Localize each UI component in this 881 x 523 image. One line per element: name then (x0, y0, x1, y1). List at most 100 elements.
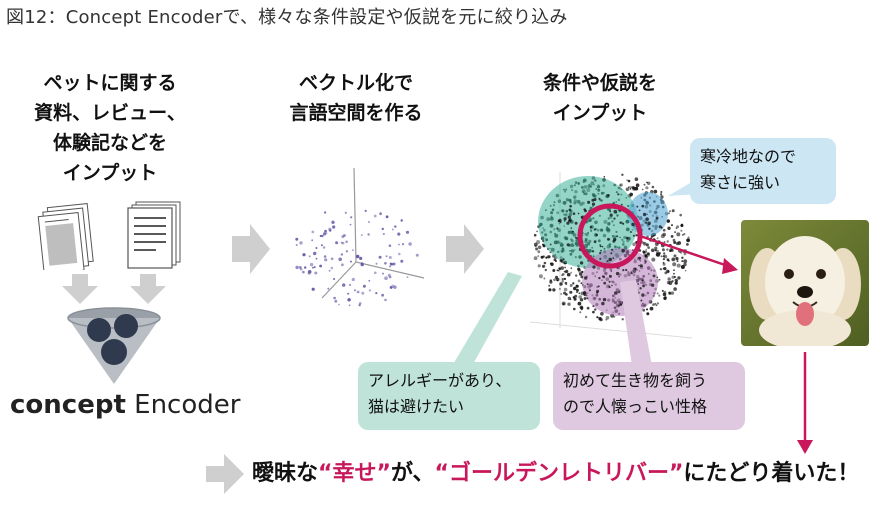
vector-point (308, 255, 311, 258)
cluster-point (566, 221, 570, 225)
cluster-point (599, 245, 602, 248)
cluster-point (560, 293, 563, 295)
cluster-point (620, 203, 623, 206)
cluster-point (549, 262, 552, 265)
vector-point (332, 225, 336, 229)
cluster-point (683, 233, 686, 236)
bubble-cold-climate: 寒冷地なので 寒さに強い (690, 138, 836, 204)
cluster-point (676, 260, 679, 263)
cluster-point (558, 218, 562, 223)
cluster-point (666, 258, 670, 262)
cluster-point (611, 284, 613, 287)
cluster-point (542, 244, 546, 247)
cluster-point (598, 276, 601, 280)
cluster-point (671, 275, 675, 279)
cluster-point (613, 217, 616, 220)
cluster-point (662, 255, 665, 258)
cluster-point (684, 269, 687, 272)
vector-point (295, 265, 299, 270)
cluster-point (622, 269, 625, 272)
cluster-point (639, 264, 643, 268)
cluster-point (622, 222, 625, 225)
cluster-point (652, 303, 655, 306)
cluster-point (616, 235, 619, 238)
vector-point (398, 252, 401, 256)
vector-point (347, 298, 351, 302)
vector-point (338, 257, 342, 262)
stage-input-line-2: 資料、レビュー、 (34, 102, 186, 124)
cluster-point (639, 287, 642, 290)
cluster-point (632, 234, 635, 237)
vector-point (375, 292, 378, 295)
cluster-point (668, 281, 673, 285)
cluster-point (641, 279, 644, 282)
right-arrow-2-icon (446, 224, 484, 274)
cluster-point (580, 282, 583, 285)
cluster-point (654, 303, 657, 305)
cluster-point (601, 245, 604, 248)
cluster-point (536, 240, 541, 244)
cluster-point (676, 232, 681, 237)
vector-point (325, 232, 328, 235)
vector-point (408, 242, 412, 246)
vector-point (415, 253, 419, 257)
cluster-point (632, 186, 636, 190)
cluster-point (646, 252, 650, 256)
cluster-point (536, 230, 538, 233)
bubble-allergy-line-1: アレルギーがあり、 (368, 371, 512, 390)
stage-input-line-3: 体験記などを (52, 132, 167, 154)
cluster-point (621, 248, 625, 253)
vector-point (341, 235, 345, 239)
vector-point (345, 250, 349, 253)
cluster-point (660, 193, 663, 196)
cluster-point (608, 274, 612, 278)
cluster-point (537, 245, 542, 250)
cluster-point (673, 287, 677, 291)
vector-point (348, 283, 352, 287)
cluster-point (575, 288, 579, 292)
vector-point (385, 215, 389, 219)
cluster-point (569, 284, 573, 287)
cluster-point (642, 251, 646, 255)
bubble-allergy: アレルギーがあり、 猫は避けたい (358, 362, 540, 430)
cluster-point (612, 257, 615, 259)
cluster-point (586, 306, 590, 310)
cluster-point (602, 275, 606, 279)
cluster-point (676, 225, 680, 229)
cluster-point (632, 242, 636, 247)
cluster-point (647, 246, 650, 249)
cluster-point (605, 315, 610, 320)
cluster-point (567, 215, 571, 219)
cluster-point (570, 227, 573, 229)
cluster-point (645, 248, 648, 251)
cluster-point (560, 260, 563, 262)
cluster-point (563, 217, 567, 221)
conclusion-part-1: 曖昧な (252, 461, 319, 486)
vector-point (378, 255, 382, 259)
cluster-point (664, 271, 668, 275)
cluster-point (599, 257, 602, 260)
stage-vectorize-line-1: ベクトル化で (298, 72, 413, 94)
vector-point (299, 267, 303, 271)
funnel-icon (67, 307, 161, 384)
vector-point (379, 212, 382, 216)
bubble-allergy-line-2: 猫は避けたい (368, 397, 465, 416)
cluster-point (566, 272, 571, 277)
vector-point (311, 287, 315, 291)
cluster-point (603, 281, 607, 285)
vector-space-scatter (295, 167, 425, 307)
cluster-point (606, 260, 609, 263)
cluster-point (655, 304, 658, 307)
vector-point (315, 257, 318, 260)
vector-point (302, 270, 305, 274)
vector-point (342, 283, 346, 287)
cluster-point (581, 270, 584, 274)
cluster-point (650, 236, 653, 239)
cluster-point (591, 198, 595, 202)
cluster-point (545, 256, 548, 259)
cluster-point (569, 204, 572, 208)
vector-point (382, 232, 385, 236)
down-arrow-right-icon (130, 274, 166, 304)
cluster-point (567, 302, 571, 306)
stage-input-line-1: ペットに関する (43, 72, 177, 94)
